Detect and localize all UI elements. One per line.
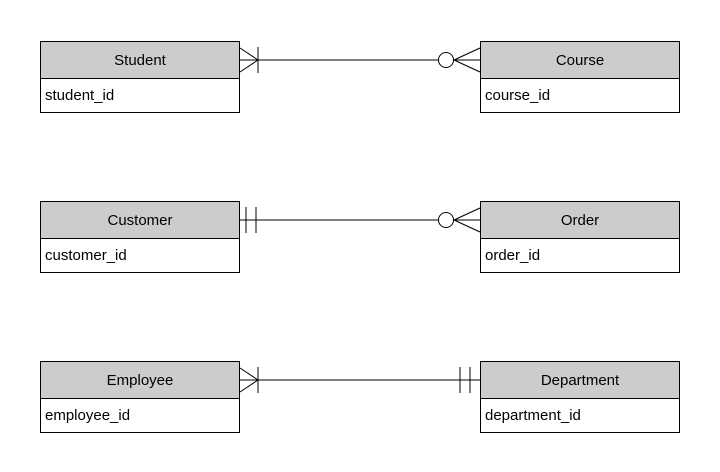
one-or-many-crow-foot-icon [239, 367, 259, 393]
entity-employee[interactable]: Employee employee_id [40, 361, 240, 433]
entity-attribute: course_id [480, 79, 680, 113]
exactly-one-double-bar-icon [245, 207, 257, 233]
entity-department[interactable]: Department department_id [480, 361, 680, 433]
entity-attribute: employee_id [40, 399, 240, 433]
entity-attribute: customer_id [40, 239, 240, 273]
one-or-many-crow-foot-icon [239, 47, 259, 73]
relationship-student-course[interactable] [239, 47, 481, 73]
entity-customer[interactable]: Customer customer_id [40, 201, 240, 273]
zero-or-many-crow-foot-icon [438, 207, 481, 233]
entity-title: Student [40, 41, 240, 79]
relationship-customer-order[interactable] [240, 207, 481, 233]
entity-attribute: student_id [40, 79, 240, 113]
entity-order[interactable]: Order order_id [480, 201, 680, 273]
zero-or-many-crow-foot-icon [438, 47, 481, 73]
entity-title: Employee [40, 361, 240, 399]
entity-title: Customer [40, 201, 240, 239]
exactly-one-double-bar-icon [459, 367, 471, 393]
entity-title: Department [480, 361, 680, 399]
entity-attribute: department_id [480, 399, 680, 433]
entity-attribute: order_id [480, 239, 680, 273]
entity-student[interactable]: Student student_id [40, 41, 240, 113]
entity-title: Course [480, 41, 680, 79]
entity-title: Order [480, 201, 680, 239]
relationship-employee-department[interactable] [239, 367, 480, 393]
entity-course[interactable]: Course course_id [480, 41, 680, 113]
